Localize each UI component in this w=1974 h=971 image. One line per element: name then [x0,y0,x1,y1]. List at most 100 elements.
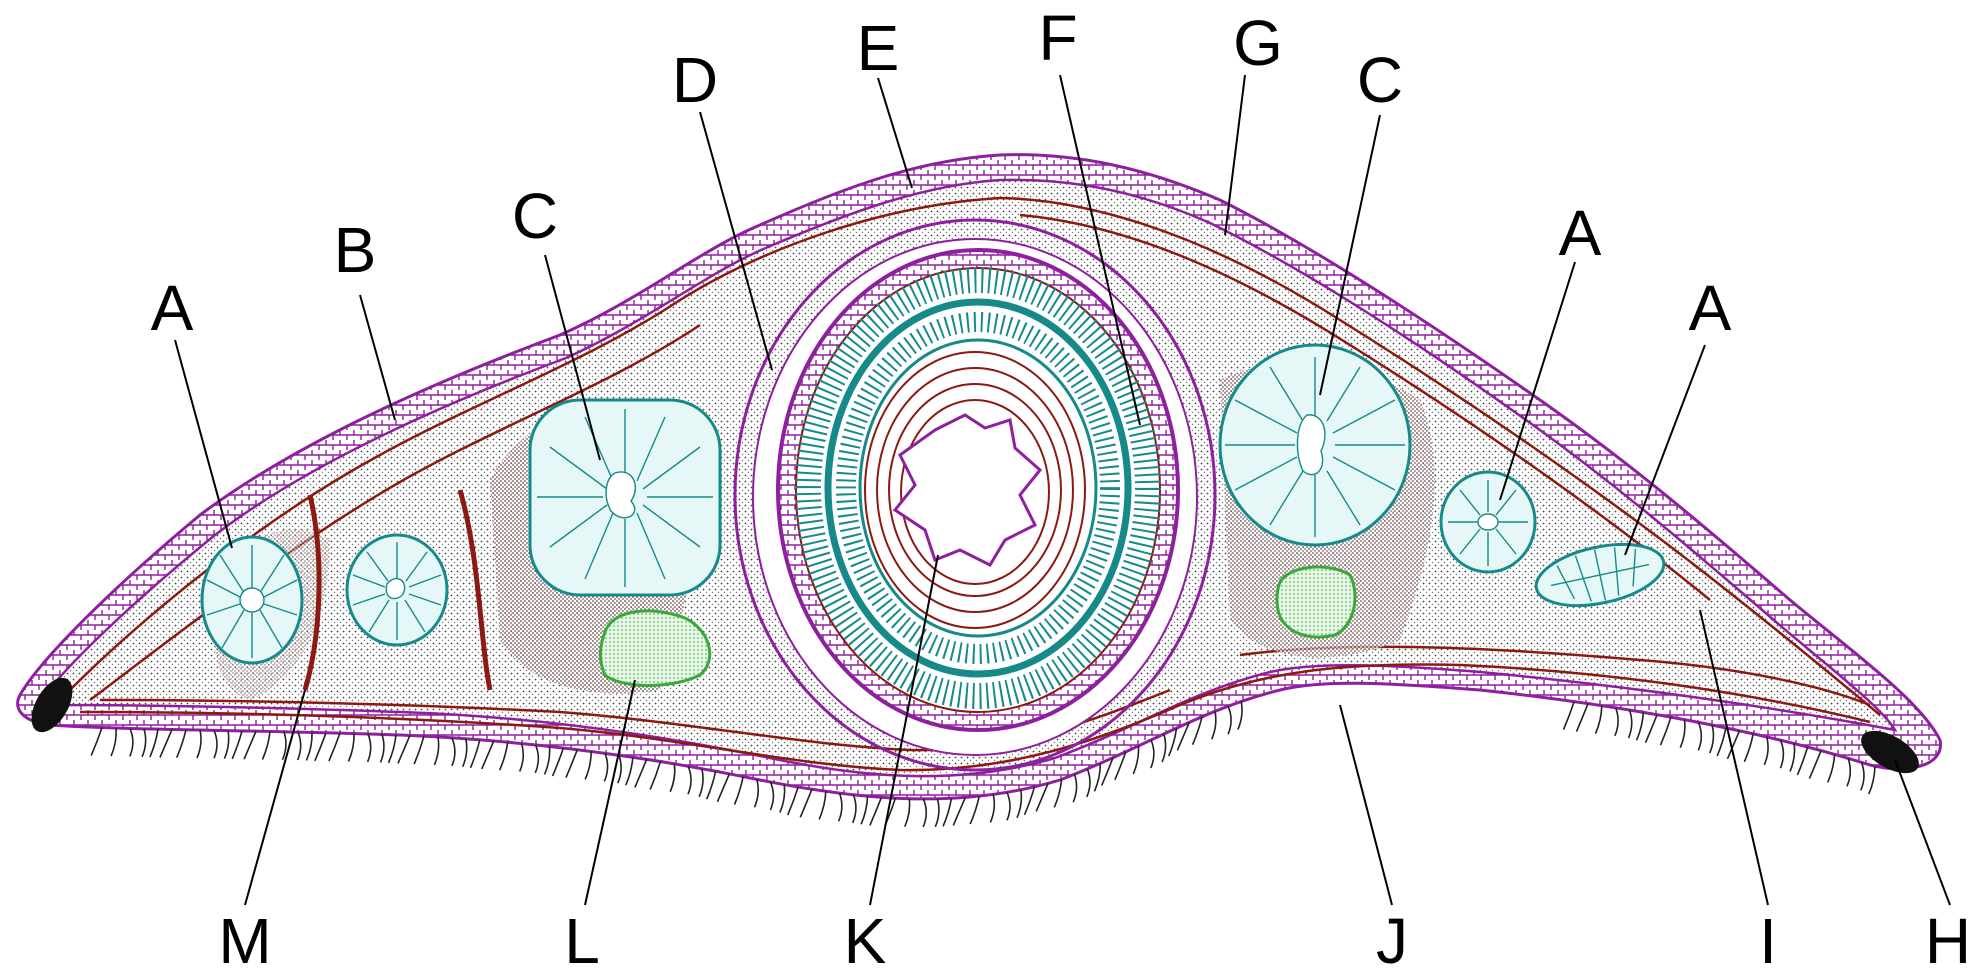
label-d: D [672,44,718,116]
label-e: E [857,12,900,84]
cilium [414,736,424,764]
cilium [1025,787,1035,815]
cilium [349,734,355,762]
cilium [1790,744,1795,772]
cilium [626,757,633,785]
cilium [861,796,867,824]
cilium [500,742,508,770]
gland-left [600,611,709,686]
cilium [755,779,759,807]
cilium [535,745,538,773]
label-b: B [334,214,377,286]
cilium [800,789,812,817]
cilium [545,746,550,774]
cilium [1095,763,1101,791]
cilium [935,799,939,827]
leader-e [878,78,912,188]
cilium [1577,704,1589,732]
cilium [329,733,340,761]
cilium [1828,754,1835,782]
label-f: F [1038,2,1077,74]
leader-j [1340,705,1392,905]
cilium [1780,740,1783,768]
cilium [463,739,467,767]
cilium [1007,792,1010,820]
cilium [1054,779,1061,807]
cilium [1869,766,1875,794]
cilium [1615,708,1618,736]
cilium [1564,702,1575,730]
label-g: G [1233,7,1283,79]
cilium [1861,762,1864,790]
cilium [770,782,773,810]
label-a-right-lower: A [1689,272,1732,344]
cilium [232,731,242,759]
cilium [1151,740,1154,768]
cilium [244,731,256,759]
cilium [482,741,494,769]
label-k: K [844,905,887,971]
cilium [389,735,397,763]
cilium [1744,734,1753,762]
cilium [1661,717,1671,745]
cilium [398,735,410,763]
cilium [566,750,577,778]
cilium [870,797,882,825]
cilium [91,728,102,756]
gland-right [1277,567,1355,637]
cilium [707,771,716,799]
cilium [650,762,660,790]
cilium [150,729,158,757]
cilium [214,730,217,758]
cilium [381,734,384,762]
cilium [298,732,301,760]
cilium [670,764,675,792]
cilium [699,769,703,797]
cilium [142,729,146,757]
cilium [1212,711,1216,739]
label-m: M [218,905,271,971]
cilium [471,740,480,768]
cilium [1238,702,1242,730]
cilium [197,730,201,758]
cilium [307,732,313,760]
label-a-left: A [151,272,194,344]
cilium [1087,769,1090,797]
label-l: L [564,905,600,971]
cilium [553,748,564,776]
cilium [1073,774,1076,802]
label-h: H [1925,905,1971,971]
cilium [224,731,228,759]
label-c-right: C [1357,44,1403,116]
cilium [1797,747,1807,775]
cilium [1133,746,1138,774]
cilium [315,733,326,761]
cilium [688,766,691,794]
label-i: I [1759,905,1777,971]
cilium [635,759,647,787]
cilium [970,796,979,824]
cilium [1036,783,1048,811]
cilium [585,751,591,779]
cilium [923,799,926,827]
cilium [953,797,965,825]
cilium [1629,710,1632,738]
cilium [780,785,785,813]
cilium [853,795,856,823]
leader-b [360,295,395,420]
cilium [1162,734,1165,762]
cilium [130,728,133,756]
cilium [839,793,842,821]
cilium [452,738,455,766]
label-j: J [1376,905,1408,971]
label-c-left: C [512,180,558,252]
cilium [1646,715,1658,743]
leader-h [1895,760,1950,905]
cilium [1710,725,1714,753]
cilium [717,774,729,802]
cilium [1228,706,1231,734]
cilium [735,777,744,805]
cilium [943,798,951,826]
cilium [788,787,798,815]
